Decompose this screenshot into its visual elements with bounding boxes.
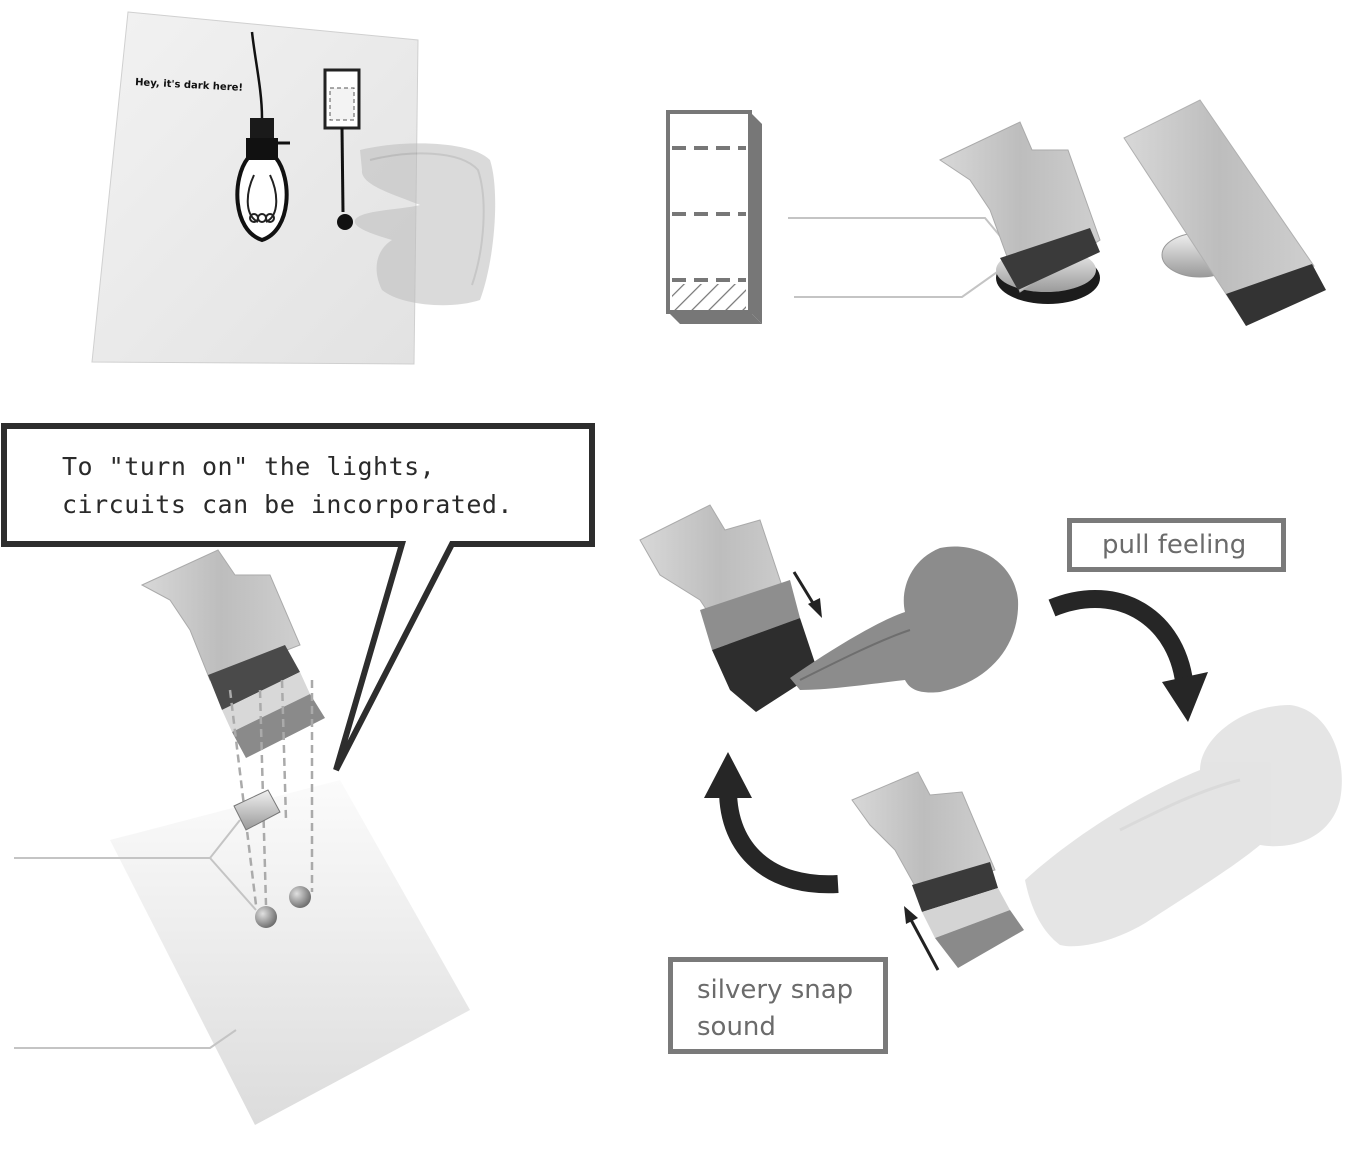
pull-feeling-label: pull feeling [1067, 518, 1286, 572]
base-sheet [110, 780, 470, 1125]
tape-schematic [666, 110, 762, 324]
pointing-hand-icon [790, 546, 1019, 693]
cycle-arrow-bottom [704, 752, 839, 894]
snap-sound-text-line2: sound [697, 1012, 776, 1042]
snap-sound-label: silvery snap sound [668, 957, 888, 1054]
lightbulb-icon [235, 31, 290, 243]
speech-bubble [1, 423, 595, 772]
tape-pressed-photo [639, 504, 818, 712]
schematic-leader-lines [788, 217, 1011, 298]
tape-exploded [140, 549, 325, 758]
tape-released-photo [851, 771, 1024, 968]
left-leader-lines [14, 819, 257, 1049]
released-hand-icon [1025, 705, 1342, 947]
pull-feeling-text: pull feeling [1102, 530, 1247, 560]
snap-arrow-icon [904, 906, 940, 971]
push-arrow-icon [792, 571, 822, 618]
hand-icon [354, 143, 496, 306]
cycle-arrow-top [1048, 590, 1208, 722]
contact-balls [255, 886, 311, 928]
tape-on-magnet-photo [938, 121, 1101, 304]
pull-switch-icon [323, 68, 361, 230]
speech-bubble-text: To "turn on" the lights, circuits can be… [62, 452, 513, 519]
tape-flat-photo [1123, 99, 1326, 326]
snap-sound-text-line1: silvery snap [697, 975, 854, 1005]
magnet-cylinder [233, 789, 281, 831]
